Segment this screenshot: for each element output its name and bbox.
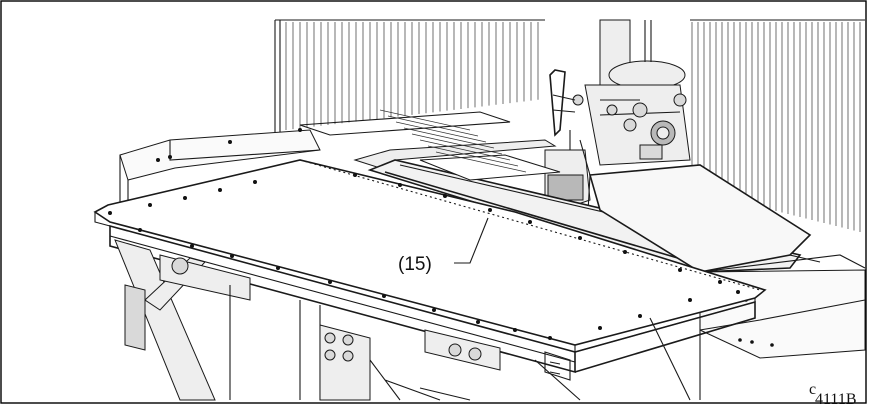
callout-label: (15) <box>398 254 432 275</box>
callout-leader-line <box>454 217 489 264</box>
rear-heat-sink-fins <box>274 19 545 136</box>
rear-rail-slats <box>379 109 527 173</box>
sewing-head <box>572 19 691 166</box>
figure-id: 4111B <box>815 391 856 408</box>
presser-foot-assembly <box>544 69 591 213</box>
work-plate-15 <box>93 159 767 353</box>
left-rear-housing <box>119 111 511 222</box>
right-heat-sink-fins <box>690 19 865 232</box>
under-frame <box>109 224 756 401</box>
figure-border <box>0 0 867 404</box>
corner-mark: c <box>809 381 816 398</box>
